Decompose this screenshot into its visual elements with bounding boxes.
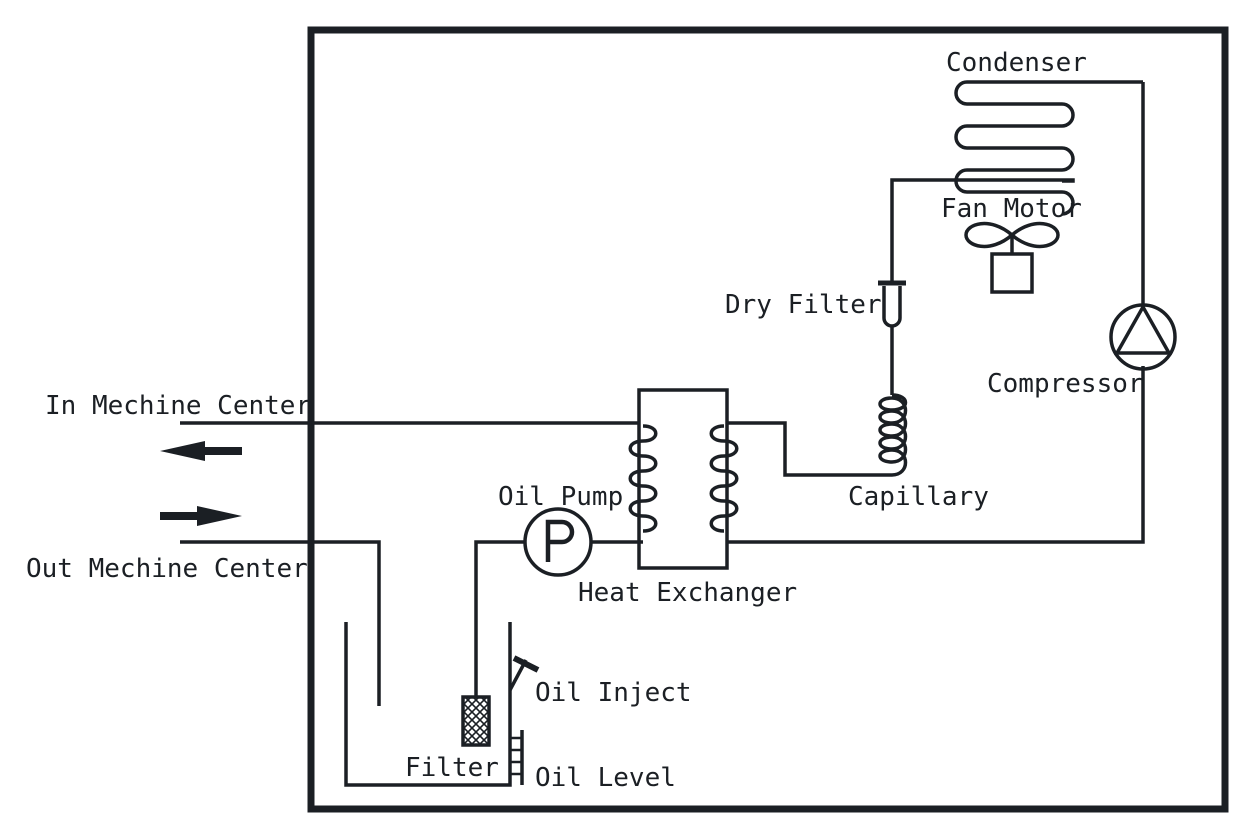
heat-exchanger-label: Heat Exchanger: [578, 578, 797, 608]
heat-exchanger-icon: [628, 388, 739, 570]
fan-blade-icon: [964, 221, 1060, 294]
out-machine-center-label: Out Mechine Center: [26, 554, 308, 584]
compressor-label: Compressor: [987, 369, 1144, 399]
arrow-right-icon: [160, 506, 242, 526]
enclosure-frame: [307, 26, 1229, 813]
capillary-label: Capillary: [848, 482, 989, 512]
condenser-coil: [954, 80, 1143, 216]
oil-inject-icon: [508, 655, 540, 691]
pipe-filter-to-pump: [474, 540, 525, 696]
oil-level-gauge-icon: [510, 730, 524, 785]
in-machine-center-label: In Mechine Center: [45, 391, 311, 421]
dry-filter-icon: [878, 280, 906, 395]
pipe-capillary-to-exchanger: [727, 421, 892, 477]
pipe-condenser-to-dryfilter: [890, 178, 1075, 282]
pipe-compressor-to-exchanger: [727, 366, 1145, 544]
capillary-coil: [878, 393, 908, 477]
fan-motor-label: Fan Motor: [941, 194, 1082, 224]
oil-level-label: Oil Level: [535, 763, 676, 793]
filter-label: Filter: [405, 753, 499, 783]
pump-p-icon: [523, 507, 593, 577]
cross-hatch-filter-icon: [461, 695, 491, 747]
arrow-left-icon: [160, 441, 242, 461]
oil-inject-label: Oil Inject: [535, 678, 692, 708]
pipe-out-machine-center: [180, 540, 381, 706]
condenser-label: Condenser: [946, 48, 1087, 78]
oil-tank: [344, 622, 512, 787]
oil-pump-label: Oil Pump: [498, 482, 623, 512]
dry-filter-label: Dry Filter: [725, 290, 882, 320]
compressor-triangle-icon: [1109, 303, 1177, 371]
